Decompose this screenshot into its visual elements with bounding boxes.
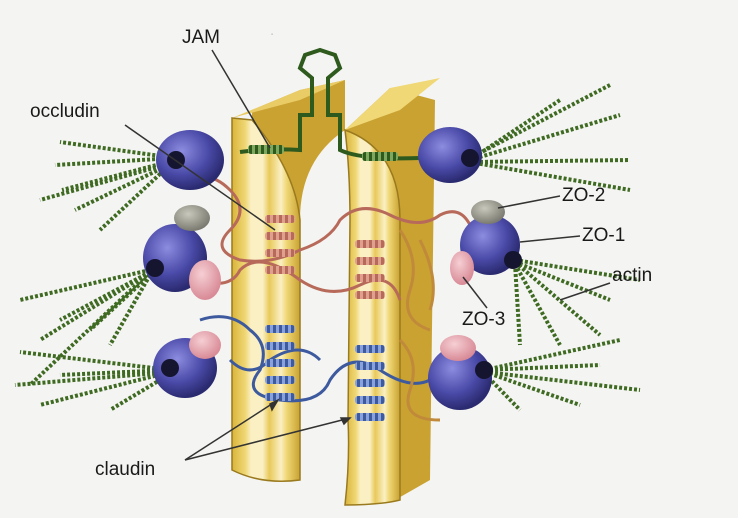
jam-protein bbox=[239, 47, 421, 161]
label-zo3: ZO-3 bbox=[462, 309, 506, 330]
label-actin: actin bbox=[612, 265, 653, 286]
background-ghost-text: . bbox=[270, 22, 274, 39]
claudin-protein bbox=[199, 315, 441, 422]
label-occludin: occludin bbox=[30, 101, 100, 122]
membrane-right bbox=[344, 78, 440, 506]
occludin-protein bbox=[189, 175, 472, 332]
actin-bundle-left-lower bbox=[14, 350, 172, 412]
zo-proteins-right bbox=[418, 127, 522, 410]
label-zo2: ZO-2 bbox=[562, 185, 606, 206]
actin-bundle-right-middle bbox=[513, 258, 641, 346]
actin-bundle-right-lower bbox=[483, 338, 641, 412]
zo-proteins-left bbox=[143, 130, 224, 398]
actin-bundle-right-upper bbox=[468, 83, 631, 192]
actin-bundle-left-upper bbox=[39, 140, 177, 232]
label-jam: JAM bbox=[182, 27, 220, 48]
actin-bundle-left-middle bbox=[19, 268, 152, 387]
label-zo1: ZO-1 bbox=[582, 225, 626, 246]
label-claudin: claudin bbox=[95, 459, 156, 480]
membrane-left bbox=[231, 80, 345, 482]
label-leader-lines bbox=[124, 49, 611, 461]
